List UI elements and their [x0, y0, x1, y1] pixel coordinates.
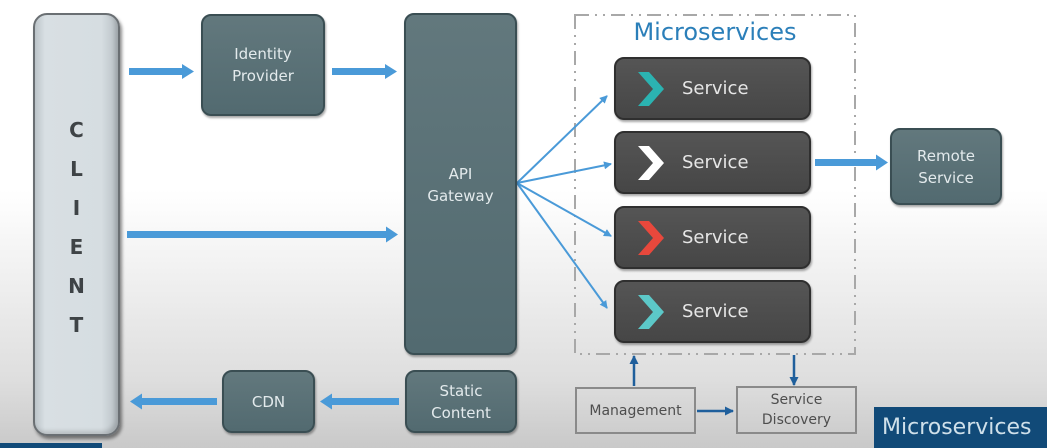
chevron-right-icon: [638, 295, 664, 329]
chevron-right-icon: [638, 146, 664, 180]
arrow-static-content-to-cdn: [320, 393, 399, 410]
service-discovery-node[interactable]: Service Discovery: [736, 386, 857, 434]
static-content-label-line1: Static: [439, 381, 483, 400]
client-letter: T: [69, 312, 84, 337]
service-label: Service: [682, 301, 749, 322]
microservices-title: Microservices: [633, 18, 797, 46]
service-node-3[interactable]: Service: [614, 206, 811, 269]
remote-service-label-line1: Remote: [917, 146, 975, 165]
remote-service-label-line2: Service: [918, 168, 974, 187]
arrow-gateway-to-service-1: [516, 95, 608, 184]
client-letter: L: [70, 156, 83, 181]
identity-provider-node[interactable]: Identity Provider: [201, 14, 325, 116]
service-label: Service: [682, 227, 749, 248]
api-gateway-label-line1: API: [448, 165, 473, 183]
management-node[interactable]: Management: [575, 387, 696, 434]
arrow-cdn-to-client: [130, 393, 217, 410]
arrow-service-to-remote-service: [815, 154, 888, 171]
client-letter: N: [68, 273, 85, 298]
static-content-label-line2: Content: [431, 403, 491, 422]
corner-title-badge: Microservices: [874, 407, 1047, 448]
identity-provider-label-line2: Provider: [232, 67, 294, 85]
chevron-right-icon: [638, 72, 664, 106]
arrow-gateway-to-service-3: [516, 182, 612, 237]
static-content-label: Static Content: [431, 380, 491, 424]
static-content-node[interactable]: Static Content: [405, 370, 517, 433]
service-node-1[interactable]: Service: [614, 57, 811, 120]
identity-provider-label-line1: Identity: [234, 45, 292, 63]
arrow-gateway-to-service-2: [516, 161, 612, 184]
service-label: Service: [682, 152, 749, 173]
service-discovery-label-line2: Discovery: [761, 412, 832, 428]
remote-service-node[interactable]: Remote Service: [890, 128, 1002, 205]
management-label: Management: [589, 402, 682, 419]
client-letter: I: [72, 195, 81, 220]
remote-service-label: Remote Service: [917, 145, 975, 189]
service-discovery-label-line1: Service: [770, 392, 823, 408]
client-letter: C: [69, 117, 84, 142]
cdn-node[interactable]: CDN: [222, 370, 315, 433]
arrow-gateway-to-service-4: [516, 182, 608, 309]
microservices-container-border: [574, 14, 856, 355]
arrow-identity-provider-to-api-gateway: [332, 64, 397, 79]
corner-title-label: Microservices: [882, 415, 1032, 440]
arrow-client-to-api-gateway: [127, 226, 398, 243]
bottom-left-strip: [0, 443, 102, 448]
arrow-client-to-identity-provider: [129, 64, 194, 79]
api-gateway-label: API Gateway: [427, 163, 493, 207]
api-gateway-node[interactable]: API Gateway: [404, 13, 517, 355]
service-node-4[interactable]: Service: [614, 280, 811, 343]
chevron-right-icon: [638, 221, 664, 255]
service-node-2[interactable]: Service: [614, 131, 811, 194]
service-discovery-label: Service Discovery: [762, 390, 831, 430]
identity-provider-label: Identity Provider: [232, 43, 294, 87]
cdn-label: CDN: [251, 392, 286, 411]
service-label: Service: [682, 78, 749, 99]
client-label: C L I E N T: [68, 111, 85, 345]
client-node[interactable]: C L I E N T: [33, 13, 120, 436]
api-gateway-label-line2: Gateway: [427, 187, 494, 205]
client-letter: E: [69, 234, 84, 259]
